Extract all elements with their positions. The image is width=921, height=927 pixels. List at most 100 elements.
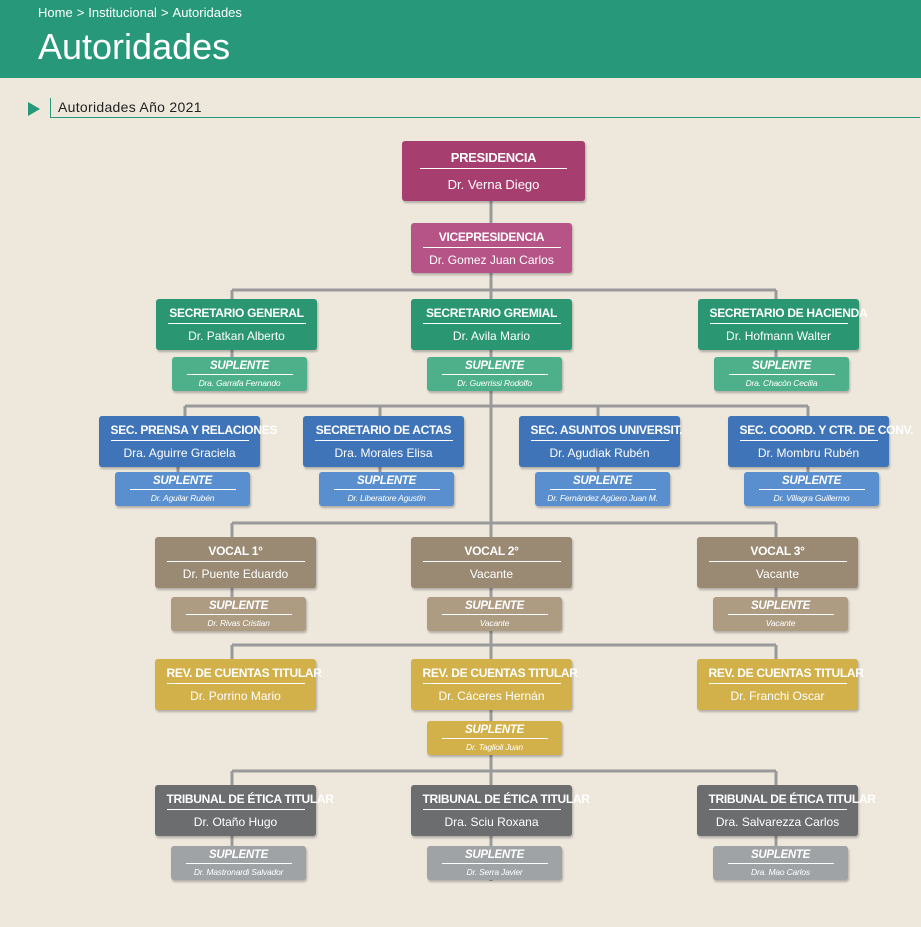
tribunal-suplente-box-2: SUPLENTE Dr. Serra Javier <box>427 846 562 880</box>
vocal-suplente-box-3-title: SUPLENTE <box>727 600 834 615</box>
seccion-box-4: SEC. COORD. Y CTR. DE CONV. Dr. Mombru Ru… <box>728 416 914 467</box>
revisor-suplente-box-2-title: SUPLENTE <box>441 724 548 739</box>
vocal-suplente-box-3: SUPLENTE Vacante <box>713 597 848 631</box>
page-title: Autoridades <box>38 26 231 67</box>
revisor-suplente-box-2-member-name: Dr. Taglioli Juan <box>466 742 523 752</box>
revisor-suplente-box-2: SUPLENTE Dr. Taglioli Juan <box>427 721 562 755</box>
vocal-box-3: VOCAL 3° Vacante <box>697 537 858 588</box>
vocal-box-2-title: VOCAL 2° <box>422 544 561 562</box>
secretaria-box-1-title: SECRETARIO GENERAL <box>167 306 306 324</box>
seccion-box-4-member-name: Dr. Mombru Rubén <box>757 446 860 460</box>
seccion-box-2-title: SECRETARIO DE ACTAS <box>314 423 453 441</box>
seccion-box-3-title: SEC. ASUNTOS UNIVERSIT. <box>530 423 683 441</box>
vocal-box-3-title: VOCAL 3° <box>708 544 847 562</box>
tribunal-box-1: TRIBUNAL DE ÉTICA TITULAR Dr. Otaño Hugo <box>155 785 334 836</box>
seccion-suplente-box-4-title: SUPLENTE <box>758 475 865 490</box>
revisor-box-3: REV. DE CUENTAS TITULAR Dr. Franchi Oscar <box>697 659 864 710</box>
secretaria-suplente-box-3-member-name: Dra. Chacón Cecilia <box>745 378 818 388</box>
seccion-suplente-box-2: SUPLENTE Dr. Liberatore Agustín <box>319 472 454 506</box>
page-header: Home>Institucional>Autoridades Autoridad… <box>0 0 921 78</box>
revisor-box-3-member-name: Dr. Franchi Oscar <box>730 689 825 703</box>
secretaria-suplente-box-2: SUPLENTE Dr. Guerrissi Rodolfo <box>427 357 562 391</box>
tribunal-box-2-title: TRIBUNAL DE ÉTICA TITULAR <box>422 792 590 810</box>
seccion-suplente-box-4: SUPLENTE Dr. Villagra Guillermo <box>744 472 879 506</box>
seccion-suplente-box-4-member-name: Dr. Villagra Guillermo <box>773 493 850 503</box>
vocal-box-2: VOCAL 2°Vacante <box>411 537 572 588</box>
tribunal-suplente-box-1: SUPLENTE Dr. Mastronardi Salvador <box>171 846 306 880</box>
revisor-box-2: REV. DE CUENTAS TITULAR Dr. Cáceres Herná… <box>411 659 578 710</box>
play-arrow-icon <box>28 102 40 116</box>
secretaria-box-3-title: SECRETARIO DE HACIENDA <box>709 306 868 324</box>
revisor-box-2-title: REV. DE CUENTAS TITULAR <box>422 666 578 684</box>
vicepresidencia-box: VICEPRESIDENCIA Dr. Gomez Juan Carlos <box>411 223 572 273</box>
vocal-box-1: VOCAL 1° Dr. Puente Eduardo <box>155 537 316 588</box>
vicepresidencia-box-member-name: Dr. Gomez Juan Carlos <box>429 253 554 267</box>
breadcrumb-separator: > <box>160 5 169 20</box>
presidencia-box: PRESIDENCIA Dr. Verna Diego <box>402 141 585 201</box>
seccion-suplente-box-1: SUPLENTE Dr. Aguilar Rubén <box>115 472 250 506</box>
revisor-box-1-title: REV. DE CUENTAS TITULAR <box>166 666 322 684</box>
tribunal-box-1-member-name: Dr. Otaño Hugo <box>193 815 278 829</box>
secretaria-box-1-member-name: Dr. Patkan Alberto <box>188 329 285 343</box>
breadcrumb: Home>Institucional>Autoridades <box>38 5 242 20</box>
secretaria-box-3: SECRETARIO DE HACIENDA Dr. Hofmann Walter <box>698 299 868 350</box>
vocal-suplente-box-1-title: SUPLENTE <box>185 600 292 615</box>
tribunal-suplente-box-1-member-name: Dr. Mastronardi Salvador <box>193 867 284 877</box>
presidencia-box-title: PRESIDENCIA <box>420 150 567 169</box>
section-title: Autoridades Año 2021 <box>50 98 920 118</box>
seccion-suplente-box-2-title: SUPLENTE <box>333 475 440 490</box>
tribunal-suplente-box-1-title: SUPLENTE <box>185 849 292 864</box>
breadcrumb-current: Autoridades <box>172 5 242 20</box>
vocal-box-1-title: VOCAL 1° <box>166 544 305 562</box>
seccion-box-1-member-name: Dra. Aguirre Graciela <box>123 446 236 460</box>
seccion-suplente-box-2-member-name: Dr. Liberatore Agustín <box>347 493 426 503</box>
secretaria-suplente-box-3: SUPLENTE Dra. Chacón Cecilia <box>714 357 849 391</box>
secretaria-suplente-box-3-title: SUPLENTE <box>728 360 835 375</box>
breadcrumb-separator: > <box>76 5 85 20</box>
seccion-suplente-box-1-title: SUPLENTE <box>129 475 236 490</box>
tribunal-suplente-box-2-title: SUPLENTE <box>441 849 548 864</box>
vocal-box-1-member-name: Dr. Puente Eduardo <box>182 567 289 581</box>
revisor-box-2-member-name: Dr. Cáceres Hernán <box>438 689 545 703</box>
seccion-suplente-box-1-member-name: Dr. Aguilar Rubén <box>150 493 215 503</box>
secretaria-suplente-box-1-member-name: Dra. Garrafa Fernando <box>198 378 281 388</box>
secretaria-box-2-member-name: Dr. Avila Mario <box>452 329 531 343</box>
tribunal-box-2-member-name: Dra. Sciu Roxana <box>444 815 539 829</box>
secretaria-suplente-box-2-title: SUPLENTE <box>441 360 548 375</box>
revisor-box-1-member-name: Dr. Porrino Mario <box>190 689 281 703</box>
tribunal-suplente-box-2-member-name: Dr. Serra Javier <box>466 867 523 877</box>
vocal-suplente-box-2-title: SUPLENTE <box>441 600 548 615</box>
tribunal-box-1-title: TRIBUNAL DE ÉTICA TITULAR <box>166 792 334 810</box>
seccion-box-1-title: SEC. PRENSA Y RELACIONES <box>110 423 277 441</box>
tribunal-box-3: TRIBUNAL DE ÉTICA TITULAR Dra. Salvarezza… <box>697 785 876 836</box>
secretaria-box-1: SECRETARIO GENERAL Dr. Patkan Alberto <box>156 299 317 350</box>
tribunal-suplente-box-3-title: SUPLENTE <box>727 849 834 864</box>
tribunal-box-3-member-name: Dra. Salvarezza Carlos <box>715 815 840 829</box>
revisor-box-1: REV. DE CUENTAS TITULAR Dr. Porrino Mario <box>155 659 322 710</box>
secretaria-suplente-box-2-member-name: Dr. Guerrissi Rodolfo <box>457 378 532 388</box>
seccion-box-3: SEC. ASUNTOS UNIVERSIT.Dr. Agudiak Rubén <box>519 416 683 467</box>
presidencia-box-member-name: Dr. Verna Diego <box>447 177 540 192</box>
vocal-suplente-box-2: SUPLENTE Vacante <box>427 597 562 631</box>
vicepresidencia-box-title: VICEPRESIDENCIA <box>422 230 561 248</box>
secretaria-suplente-box-1-title: SUPLENTE <box>186 360 293 375</box>
breadcrumb-institucional-link[interactable]: Institucional <box>88 5 157 20</box>
secretaria-box-3-member-name: Dr. Hofmann Walter <box>726 329 831 343</box>
seccion-box-4-title: SEC. COORD. Y CTR. DE CONV. <box>739 423 914 441</box>
secretaria-suplente-box-1: SUPLENTE Dra. Garrafa Fernando <box>172 357 307 391</box>
vocal-suplente-box-1-member-name: Dr. Rivas Cristian <box>207 618 270 628</box>
tribunal-box-3-title: TRIBUNAL DE ÉTICA TITULAR <box>708 792 876 810</box>
seccion-box-1: SEC. PRENSA Y RELACIONES Dra. Aguirre Gra… <box>99 416 277 467</box>
seccion-suplente-box-3-title: SUPLENTE <box>549 475 656 490</box>
revisor-box-3-title: REV. DE CUENTAS TITULAR <box>708 666 864 684</box>
vocal-box-3-member-name: Vacante <box>755 567 800 581</box>
breadcrumb-home-link[interactable]: Home <box>38 5 73 20</box>
vocal-suplente-box-1: SUPLENTE Dr. Rivas Cristian <box>171 597 306 631</box>
vocal-suplente-box-2-member-name: Vacante <box>479 618 510 628</box>
tribunal-box-2: TRIBUNAL DE ÉTICA TITULAR Dra. Sciu Roxan… <box>411 785 590 836</box>
vocal-suplente-box-3-member-name: Vacante <box>765 618 796 628</box>
